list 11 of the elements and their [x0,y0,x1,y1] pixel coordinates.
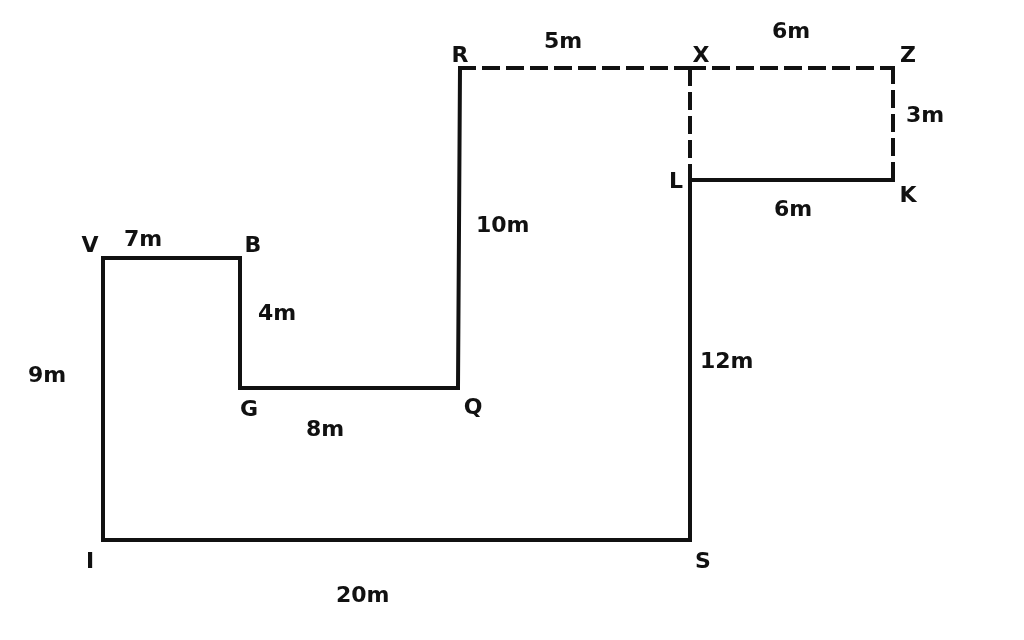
point-label: K [893,180,923,208]
point-label: B [240,230,266,258]
point-label: Q [458,388,488,424]
point-label: V [77,230,103,258]
point-label: S [690,540,716,580]
point-label: X [688,40,714,68]
point-label: G [236,388,262,428]
point-label: L [662,166,690,194]
point-label: I [77,540,103,580]
point-label: R [447,40,473,68]
point-label: Z [893,40,923,68]
